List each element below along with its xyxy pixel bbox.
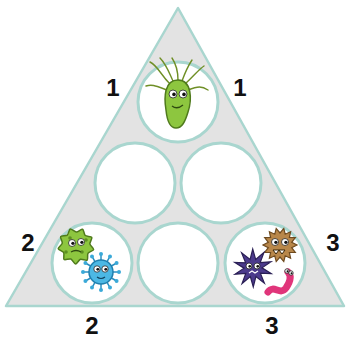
eye-white	[78, 239, 85, 246]
circle-slot	[225, 223, 305, 303]
purple-germ	[235, 249, 271, 287]
green-germ	[146, 58, 208, 128]
blue-virus	[81, 252, 121, 292]
green-bumpy-germ	[58, 229, 93, 264]
eye-pupil	[172, 93, 176, 97]
virus-tip	[108, 286, 112, 290]
germ-mouth	[249, 271, 258, 273]
circle-slot	[181, 143, 261, 223]
virus-tip	[117, 270, 121, 274]
eye-white	[254, 263, 260, 269]
virus-body	[89, 260, 113, 284]
eye-pupil	[248, 265, 251, 268]
side-number: 2	[85, 314, 98, 338]
side-number: 3	[265, 314, 278, 338]
side-number: 1	[106, 76, 119, 100]
virus-mouth	[97, 277, 105, 279]
eye-pupil	[71, 242, 74, 245]
eye-white	[102, 266, 108, 272]
worm-body	[268, 272, 290, 292]
side-number: 2	[21, 231, 34, 255]
germ-body	[165, 80, 190, 128]
eye-pupil	[256, 265, 259, 268]
germ-body	[235, 249, 271, 287]
eye-white	[169, 90, 177, 98]
virus-tip	[83, 261, 87, 265]
germ-body	[263, 228, 297, 261]
germ-hair	[188, 87, 208, 90]
germ-teeth	[273, 250, 285, 254]
virus-tip	[81, 270, 85, 274]
eye-white	[69, 240, 76, 247]
eye-pupil	[182, 93, 186, 97]
virus-tip	[90, 254, 94, 258]
germ-mouth	[172, 105, 183, 108]
circle-slot	[95, 143, 175, 223]
germ-hair	[150, 62, 170, 84]
side-number: 3	[326, 231, 339, 255]
virus-tip	[115, 279, 119, 283]
germ-spot	[64, 250, 68, 254]
side-number: 1	[233, 76, 246, 100]
eye-white	[272, 239, 279, 246]
germ-hair	[185, 66, 204, 84]
circle-slot	[52, 223, 132, 303]
virus-tip	[108, 254, 112, 258]
eye-white	[282, 239, 289, 246]
eye-white	[289, 271, 293, 275]
germ-hair	[160, 58, 173, 81]
eye-pupil	[80, 241, 83, 244]
eye-pupil	[287, 270, 289, 272]
virus-tip	[90, 286, 94, 290]
virus-tip	[99, 288, 103, 292]
eye-pupil	[274, 241, 277, 244]
germ-hair	[172, 58, 178, 80]
virus-tip	[83, 279, 87, 283]
pink-worm	[268, 269, 293, 292]
germ-hair	[146, 85, 167, 90]
triangle-ground	[6, 8, 344, 306]
eye-pupil	[284, 241, 287, 244]
eye-pupil	[96, 268, 99, 271]
eye-white	[246, 263, 252, 269]
germ-mouth	[71, 251, 81, 253]
circle-slot	[138, 223, 218, 303]
virus-tip	[99, 252, 103, 256]
germ-body	[58, 229, 93, 264]
virus-tip	[115, 261, 119, 265]
brown-germ	[263, 228, 297, 261]
eye-white	[179, 90, 187, 98]
eye-pupil	[291, 272, 293, 274]
eye-pupil	[104, 268, 107, 271]
eye-white	[94, 266, 100, 272]
